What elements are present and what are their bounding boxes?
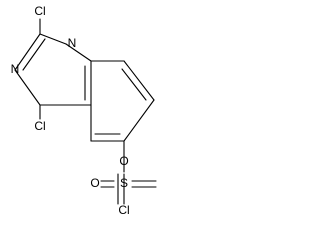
atom-o-top: O xyxy=(119,154,128,168)
bond-c8-c7-inner xyxy=(121,68,147,101)
atom-o-bottom: O xyxy=(90,176,99,190)
bond-c2-n1 xyxy=(39,33,67,45)
bond-n1-c8a xyxy=(65,43,92,62)
atom-s: S xyxy=(120,176,128,190)
atom-n1: N xyxy=(68,36,77,50)
atom-n3: N xyxy=(11,62,20,76)
bond-c2-n3-outer xyxy=(14,33,41,71)
bond-c2-n3-inner xyxy=(22,38,46,71)
atom-cl-left: Cl xyxy=(34,119,45,133)
bond-n3-c4 xyxy=(14,69,41,106)
structure-canvas: Cl N N Cl S O O Cl xyxy=(10,4,157,218)
molecule-diagram: Cl N N Cl S O O Cl xyxy=(11,4,157,217)
bond-c8-c7-outer xyxy=(123,60,155,101)
atom-cl-right: Cl xyxy=(118,203,129,217)
atom-cl-top: Cl xyxy=(34,4,45,18)
bond-c7-c6 xyxy=(123,99,155,142)
